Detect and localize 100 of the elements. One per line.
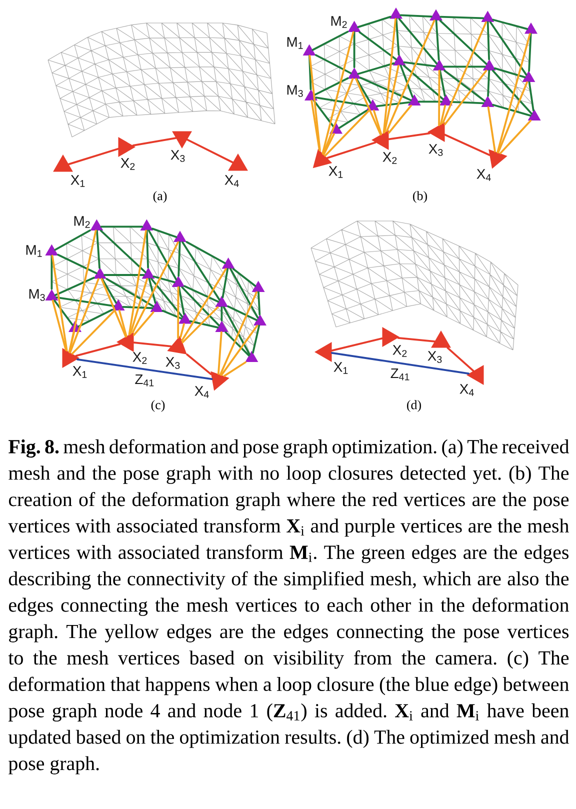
graph-edge [100, 226, 144, 228]
graph-edge [232, 268, 256, 287]
graph-edge [487, 70, 490, 97]
graph-edge [54, 300, 74, 326]
graph-edge [224, 331, 250, 356]
graph-edge [440, 16, 484, 20]
graph-edge [222, 306, 250, 356]
graph-edge [486, 21, 490, 60]
graph-edge [442, 21, 487, 124]
graph-edge [181, 268, 227, 342]
vertex-label: M$_{1}$ [26, 245, 42, 257]
graph-edge [180, 323, 185, 338]
graph-edge [151, 228, 178, 238]
vertex-triangle [222, 258, 235, 269]
vertex-label: X$_{2}$ [392, 345, 407, 357]
graph-edge [450, 100, 484, 104]
graph-edge [496, 33, 531, 154]
graph-edge [177, 286, 180, 339]
graph-edge [106, 278, 154, 308]
graph-edge [438, 70, 440, 126]
graph-edge [499, 120, 532, 154]
vertex-label: M$_{2}$ [331, 16, 347, 28]
graph-edge [133, 342, 172, 348]
graph-edge [178, 241, 181, 277]
graph-edge [322, 133, 335, 156]
graph-edge [54, 229, 91, 251]
graph-edge [310, 100, 320, 151]
graph-edge [128, 230, 147, 336]
graph-edge [528, 81, 534, 112]
vertex-triangle [522, 70, 536, 82]
vertex-label: M$_{3}$ [287, 85, 303, 97]
graph-edge [308, 54, 312, 90]
graph-edge [326, 142, 376, 159]
graph-edge [322, 78, 354, 155]
vertex-label: X$_{1}$ [72, 366, 87, 378]
graph-edge [133, 311, 154, 336]
vertex-label: M$_{2}$ [74, 216, 90, 228]
graph-edge [178, 286, 185, 315]
graph-edge [489, 21, 528, 76]
graph-edge [357, 62, 395, 75]
vertex-triangle [366, 99, 380, 110]
graph-edge [182, 306, 219, 344]
graph-edge [353, 31, 356, 68]
graph-edge [50, 254, 53, 290]
vertex-triangle [215, 320, 228, 332]
graph-edge [312, 30, 349, 51]
vertex-triangle [172, 276, 185, 288]
graph-edge [186, 354, 212, 376]
graph-edge [69, 278, 100, 354]
vertex-triangle [245, 350, 258, 362]
vertex-triangle [432, 59, 446, 70]
graph-edge [76, 358, 213, 380]
graph-edge [435, 20, 440, 61]
graph-edge [68, 331, 76, 353]
graph-edge [96, 230, 100, 269]
graph-edge [444, 134, 490, 156]
graph-edge [356, 78, 372, 104]
graph-edge [122, 306, 154, 310]
vertex-triangle [68, 320, 82, 332]
graph-edge [186, 241, 226, 264]
graph-edge [57, 254, 98, 274]
graph-edge [372, 110, 382, 136]
graph-edge [357, 16, 392, 28]
graph-edge [497, 81, 528, 154]
graph-edge [146, 230, 149, 268]
edge-label: Z$_{41}$ [389, 367, 412, 382]
graph-edge [331, 338, 383, 352]
vertex-triangle [348, 68, 361, 79]
vertex-triangle [254, 314, 266, 326]
graph-edge [132, 137, 177, 146]
vertex-label: X$_{3}$ [428, 351, 442, 363]
vertex-label: X$_{1}$ [334, 362, 348, 374]
graph-edge [181, 286, 220, 326]
graph-edge [308, 54, 321, 152]
vertex-label: M$_{1}$ [287, 37, 303, 49]
graph-edge [182, 241, 220, 301]
graph-edge [376, 101, 410, 108]
graph-edge [386, 20, 436, 132]
graph-edge [492, 70, 532, 115]
graph-edge [148, 230, 177, 280]
vertex-triangle [178, 312, 192, 324]
vertex-label: X$_{4}$ [476, 169, 491, 181]
graph-edge [444, 70, 486, 102]
graph-edge [220, 324, 258, 376]
graph-edge [402, 64, 444, 100]
vertex-triangle [482, 59, 496, 70]
vertex-triangle [392, 54, 406, 66]
graph-edge [388, 132, 430, 140]
vertex-triangle [430, 9, 442, 20]
vertex-label: M$_{3}$ [29, 289, 45, 301]
vertex-triangle [215, 296, 228, 308]
graph-edge [219, 291, 258, 376]
graph-edge [395, 18, 400, 56]
graph-edge [492, 104, 532, 117]
graph-edge [130, 278, 148, 335]
graph-edge [384, 64, 400, 134]
vertex-label: X$_{4}$ [224, 175, 239, 187]
graph-edge [184, 285, 220, 303]
vertex-label: X$_{1}$ [70, 175, 85, 187]
graph-edge [439, 70, 446, 97]
